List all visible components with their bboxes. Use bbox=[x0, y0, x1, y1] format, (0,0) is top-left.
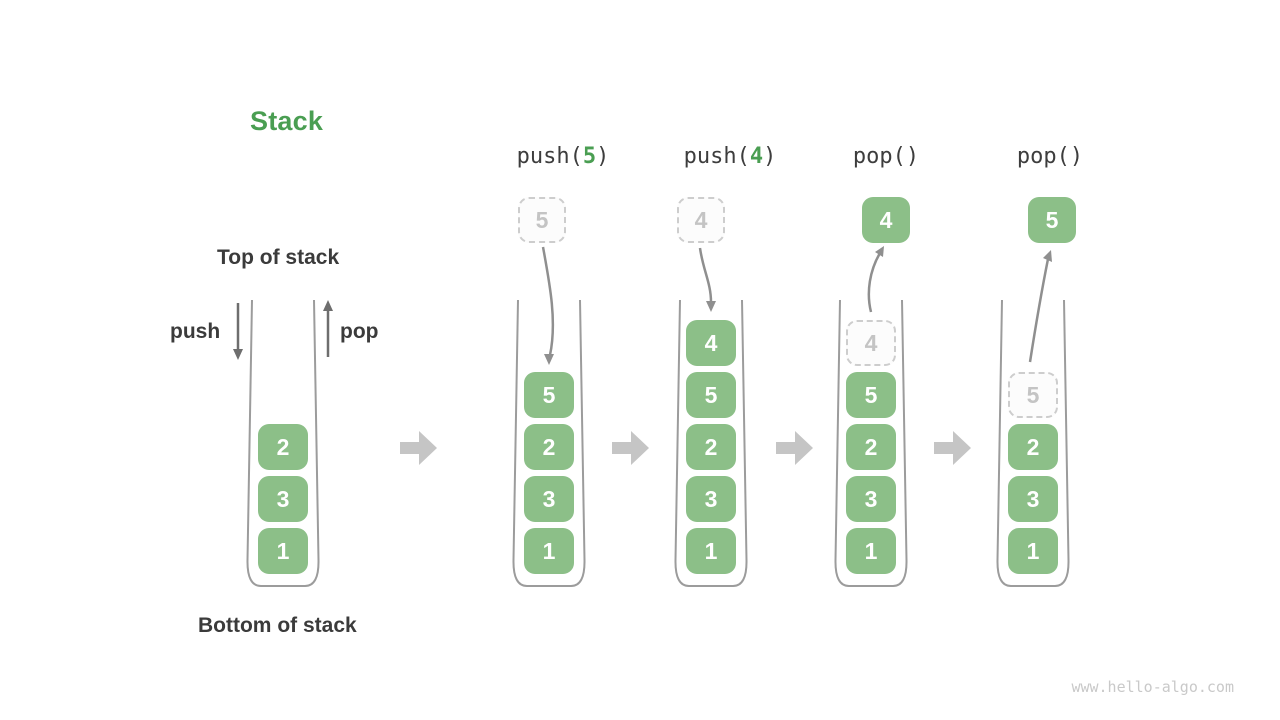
stack-item: 2 bbox=[846, 424, 896, 470]
stack-item: 1 bbox=[1008, 528, 1058, 574]
incoming-value-box: 5 bbox=[518, 197, 566, 243]
watermark: www.hello-algo.com bbox=[1071, 678, 1234, 696]
operation-prefix: pop() bbox=[852, 144, 920, 169]
stack-container bbox=[509, 298, 589, 590]
incoming-value-box: 4 bbox=[677, 197, 725, 243]
pop-label: pop bbox=[340, 320, 379, 343]
stack-container bbox=[243, 298, 323, 590]
popped-value-box: 5 bbox=[1028, 197, 1076, 243]
stack-item: 5 bbox=[846, 372, 896, 418]
stack-item: 2 bbox=[686, 424, 736, 470]
stack-item: 3 bbox=[686, 476, 736, 522]
operation-label: pop() bbox=[1017, 144, 1083, 169]
stack-item: 3 bbox=[846, 476, 896, 522]
flow-arrow-icon bbox=[612, 431, 649, 465]
stack-container bbox=[831, 298, 911, 590]
operation-suffix: ) bbox=[596, 144, 610, 169]
stack-item: 1 bbox=[258, 528, 308, 574]
operation-argument: 4 bbox=[749, 144, 764, 169]
operation-prefix: push( bbox=[683, 144, 750, 169]
stack-item: 4 bbox=[686, 320, 736, 366]
flow-arrow-icon bbox=[934, 431, 971, 465]
operation-suffix: ) bbox=[763, 144, 777, 169]
stack-item: 1 bbox=[846, 528, 896, 574]
diagram-title: Stack bbox=[250, 106, 324, 136]
top-of-stack-label: Top of stack bbox=[217, 246, 340, 269]
stack-container bbox=[993, 298, 1073, 590]
stack-item: 5 bbox=[686, 372, 736, 418]
popped-slot-ghost: 4 bbox=[846, 320, 896, 366]
stack-item: 2 bbox=[1008, 424, 1058, 470]
stack-item: 5 bbox=[524, 372, 574, 418]
operation-prefix: pop() bbox=[1016, 144, 1084, 169]
popped-slot-ghost: 5 bbox=[1008, 372, 1058, 418]
pop-direction-arrow bbox=[323, 300, 333, 357]
stack-item: 2 bbox=[258, 424, 308, 470]
operation-argument: 5 bbox=[582, 144, 597, 169]
stack-item: 1 bbox=[524, 528, 574, 574]
operation-label: pop() bbox=[853, 144, 919, 169]
popped-value-box: 4 bbox=[862, 197, 910, 243]
push-direction-arrow bbox=[233, 303, 243, 360]
operation-prefix: push( bbox=[516, 144, 583, 169]
stack-item: 3 bbox=[524, 476, 574, 522]
operation-label: push(4) bbox=[684, 144, 777, 169]
stack-container bbox=[671, 298, 751, 590]
bottom-of-stack-label: Bottom of stack bbox=[198, 614, 357, 637]
stack-item: 3 bbox=[1008, 476, 1058, 522]
flow-arrow-icon bbox=[400, 431, 437, 465]
flow-arrow-icon bbox=[776, 431, 813, 465]
stack-item: 1 bbox=[686, 528, 736, 574]
operation-label: push(5) bbox=[517, 144, 610, 169]
push-label: push bbox=[170, 320, 221, 343]
stack-item: 3 bbox=[258, 476, 308, 522]
stack-item: 2 bbox=[524, 424, 574, 470]
